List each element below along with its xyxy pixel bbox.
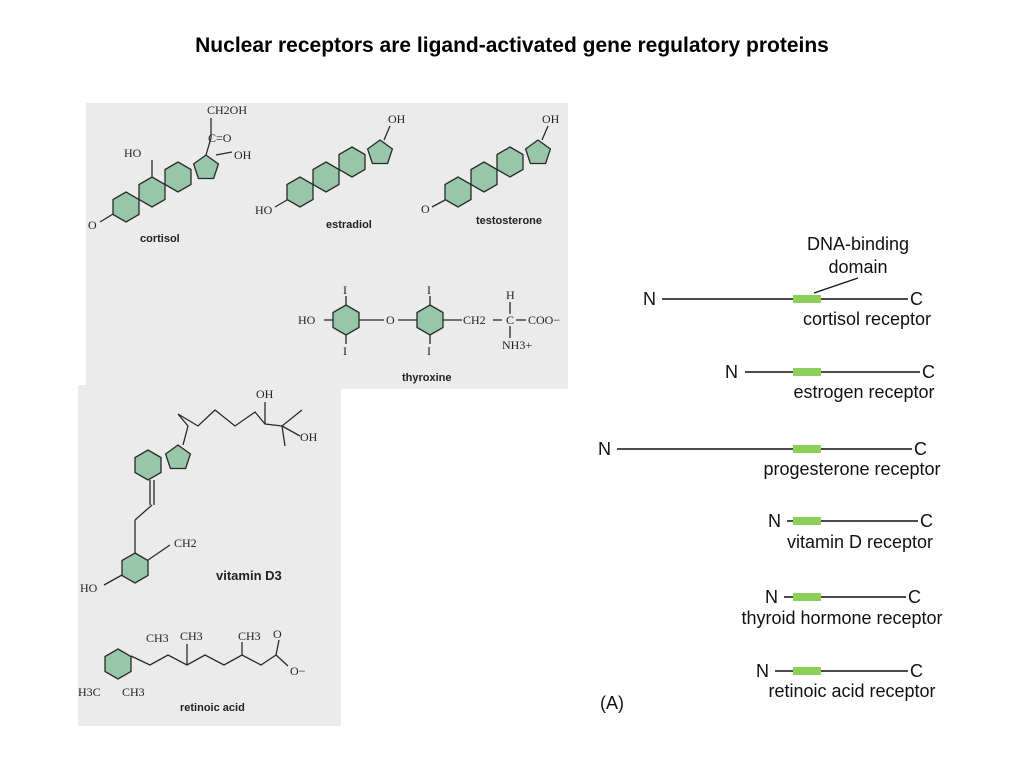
estradiol-label: estradiol xyxy=(326,219,372,231)
estradiol-oh-label: OH xyxy=(388,112,406,126)
c-terminus-label: C xyxy=(922,362,935,382)
receptor-name: vitamin D receptor xyxy=(787,532,933,552)
estradiol-ho-label: HO xyxy=(255,203,273,217)
cortisol-structure: CH2OH C=O OH HO O cortisol xyxy=(88,103,252,245)
thyroxine-i-label: I xyxy=(427,283,431,297)
thyroxine-i-label: I xyxy=(343,344,347,358)
n-terminus-label: N xyxy=(768,511,781,531)
steroid-structures-panel xyxy=(86,103,568,389)
receptor-name: estrogen receptor xyxy=(793,382,934,402)
c-terminus-label: C xyxy=(914,439,927,459)
retinoic-acid-ch3-label: CH3 xyxy=(122,685,145,699)
receptor-row: N C estrogen receptor xyxy=(725,362,935,402)
receptor-name: retinoic acid receptor xyxy=(768,681,935,701)
c-terminus-label: C xyxy=(908,587,921,607)
cortisol-ch2oh-label: CH2OH xyxy=(207,103,247,117)
receptor-row: N C progesterone receptor xyxy=(598,439,941,479)
retinoic-acid-o-label: O xyxy=(273,627,282,641)
dna-binding-domain-box xyxy=(793,368,821,376)
receptor-row: N C cortisol receptor xyxy=(643,289,931,329)
cortisol-oh-label: OH xyxy=(234,148,252,162)
thyroxine-coo-label: COO− xyxy=(528,313,560,327)
testosterone-structure: OH O testosterone xyxy=(421,112,560,227)
estradiol-structure: OH HO estradiol xyxy=(255,112,406,231)
cortisol-label: cortisol xyxy=(140,233,180,245)
receptor-name: thyroid hormone receptor xyxy=(741,608,942,628)
receptor-name: progesterone receptor xyxy=(763,459,940,479)
receptor-name: cortisol receptor xyxy=(803,309,931,329)
n-terminus-label: N xyxy=(643,289,656,309)
dna-binding-domain-box xyxy=(793,593,821,601)
thyroxine-ho-label: HO xyxy=(298,313,316,327)
thyroxine-i-label: I xyxy=(343,283,347,297)
dna-binding-domain-label: DNA-binding xyxy=(807,234,909,254)
retinoic-acid-label: retinoic acid xyxy=(180,702,245,714)
vitamin-d3-label: vitamin D3 xyxy=(216,568,282,583)
retinoic-acid-ch3-label: CH3 xyxy=(180,629,203,643)
dna-binding-domain-box xyxy=(793,295,821,303)
retinoic-acid-structure: CH3 CH3 CH3 O O− H3C CH3 retinoic acid xyxy=(78,627,306,714)
dna-binding-domain-label: domain xyxy=(828,257,887,277)
thyroxine-nh3-label: NH3+ xyxy=(502,338,532,352)
receptor-row: N C retinoic acid receptor xyxy=(756,661,936,701)
panel-label: (A) xyxy=(600,693,624,713)
n-terminus-label: N xyxy=(756,661,769,681)
cortisol-ho-label: HO xyxy=(124,146,142,160)
thyroxine-ch2-label: CH2 xyxy=(463,313,486,327)
testosterone-oh-label: OH xyxy=(542,112,560,126)
thyroxine-h-label: H xyxy=(506,288,515,302)
thyroxine-o-label: O xyxy=(386,313,395,327)
vitamin-d3-oh-label: OH xyxy=(256,387,274,401)
retinoic-acid-h3c-label: H3C xyxy=(78,685,101,699)
vitamin-d3-oh-label: OH xyxy=(300,430,318,444)
page-title: Nuclear receptors are ligand-activated g… xyxy=(195,34,829,57)
c-terminus-label: C xyxy=(920,511,933,531)
cortisol-o-label: O xyxy=(88,218,97,232)
cortisol-co-label: C=O xyxy=(208,131,232,145)
testosterone-o-label: O xyxy=(421,202,430,216)
thyroxine-i-label: I xyxy=(427,344,431,358)
vitamin-d3-ho-label: HO xyxy=(80,581,98,595)
retinoic-acid-ch3-label: CH3 xyxy=(146,631,169,645)
retinoic-acid-ominus-label: O− xyxy=(290,664,306,678)
dna-binding-domain-box xyxy=(793,445,821,453)
receptor-row: N C vitamin D receptor xyxy=(768,511,933,552)
thyroxine-structure: HO O I I I I CH2 C H COO− NH3+ thyroxine xyxy=(298,283,560,384)
retinoic-acid-ch3-label: CH3 xyxy=(238,629,261,643)
receptor-row: N C thyroid hormone receptor xyxy=(741,587,942,628)
dna-binding-domain-box xyxy=(793,667,821,675)
thyroxine-c-label: C xyxy=(506,313,514,327)
vitamin-d3-ch2-label: CH2 xyxy=(174,536,197,550)
n-terminus-label: N xyxy=(598,439,611,459)
testosterone-label: testosterone xyxy=(476,215,542,227)
c-terminus-label: C xyxy=(910,289,923,309)
c-terminus-label: C xyxy=(910,661,923,681)
n-terminus-label: N xyxy=(725,362,738,382)
vitamin-d3-structure: OH OH CH2 HO vitamin D3 xyxy=(80,387,318,595)
thyroxine-label: thyroxine xyxy=(402,372,452,384)
domain-pointer-line xyxy=(813,277,859,294)
n-terminus-label: N xyxy=(765,587,778,607)
dna-binding-domain-box xyxy=(793,517,821,525)
